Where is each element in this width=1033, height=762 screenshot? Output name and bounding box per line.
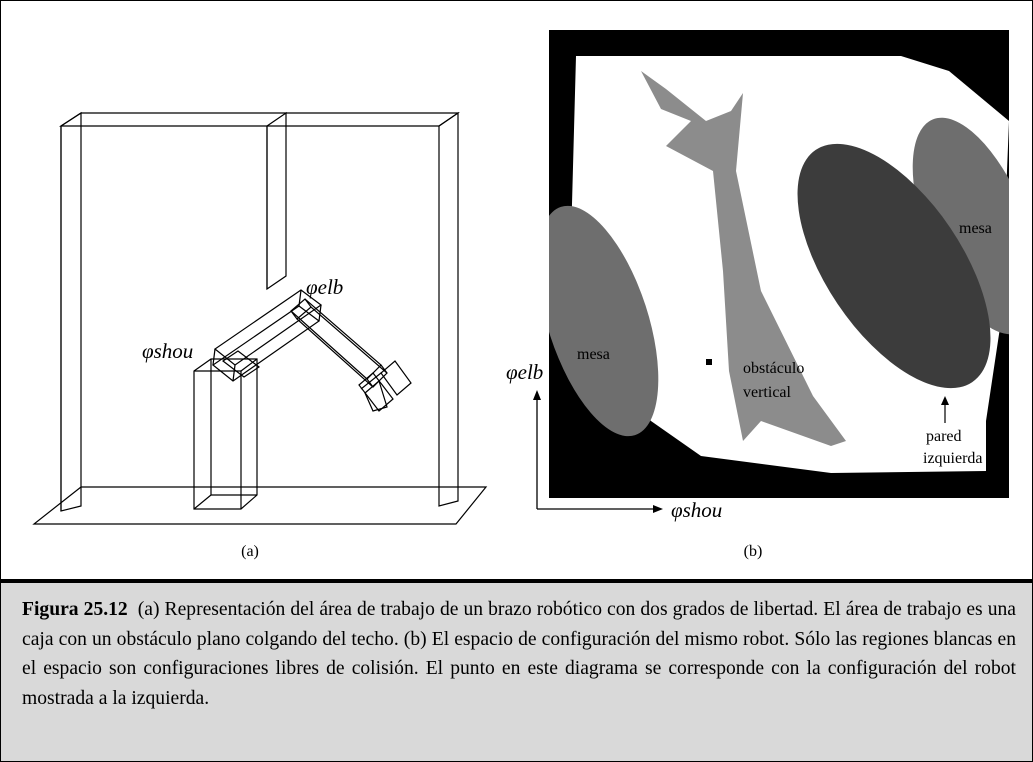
wall-label-line2: izquierda	[923, 450, 983, 467]
panel-a-label: (a)	[241, 543, 259, 560]
mesa-left-label: mesa	[577, 346, 610, 363]
floor-plate	[32, 486, 488, 525]
mesa-left-region	[549, 205, 659, 437]
figure-svg: φelb φshou (a)	[32, 30, 1009, 560]
figure-panels: φelb φshou (a)	[1, 1, 1032, 579]
panel-b-config-space: φshou φelb mesa mesa obstáculo vertical …	[506, 30, 1009, 522]
configuration-point	[706, 359, 712, 365]
free-space-region	[571, 56, 1009, 473]
mesa-right-region	[912, 117, 1009, 335]
x-axis-arrowhead	[653, 505, 663, 513]
hanging-obstacle	[266, 111, 287, 291]
y-axis-arrowhead	[533, 390, 541, 400]
panel-b-label: (b)	[744, 543, 763, 560]
robot-gripper	[358, 360, 412, 412]
caption-text: Figura 25.12(a) Representación del área …	[22, 595, 1016, 713]
robot-base-pillar	[193, 358, 258, 510]
robot-forearm	[290, 298, 388, 388]
obstacle-label-line2: vertical	[743, 384, 792, 401]
robot-upper-arm	[211, 289, 323, 382]
back-beam	[58, 112, 460, 127]
caption-body: (a) Representación del área de trabajo d…	[22, 599, 1016, 709]
obstacle-label-line1: obstáculo	[743, 360, 804, 377]
panel-a-workspace	[32, 111, 488, 525]
right-wall-post	[438, 111, 459, 507]
phi-elb-label: φelb	[306, 275, 343, 299]
mesa-right-label: mesa	[959, 220, 992, 237]
caption-box: Figura 25.12(a) Representación del área …	[1, 583, 1032, 761]
left-wall-region	[797, 143, 991, 389]
left-wall-post	[60, 111, 82, 512]
phi-shou-label: φshou	[142, 339, 193, 363]
wall-pointer-arrow	[941, 396, 949, 423]
vertical-obstacle-region	[641, 71, 846, 446]
caption-divider	[1, 579, 1032, 583]
wall-label-line1: pared	[926, 428, 962, 445]
cspace-axes	[533, 390, 663, 513]
y-axis-label: φelb	[506, 360, 543, 384]
x-axis-label: φshou	[671, 498, 722, 522]
caption-label: Figura 25.12	[22, 599, 128, 620]
